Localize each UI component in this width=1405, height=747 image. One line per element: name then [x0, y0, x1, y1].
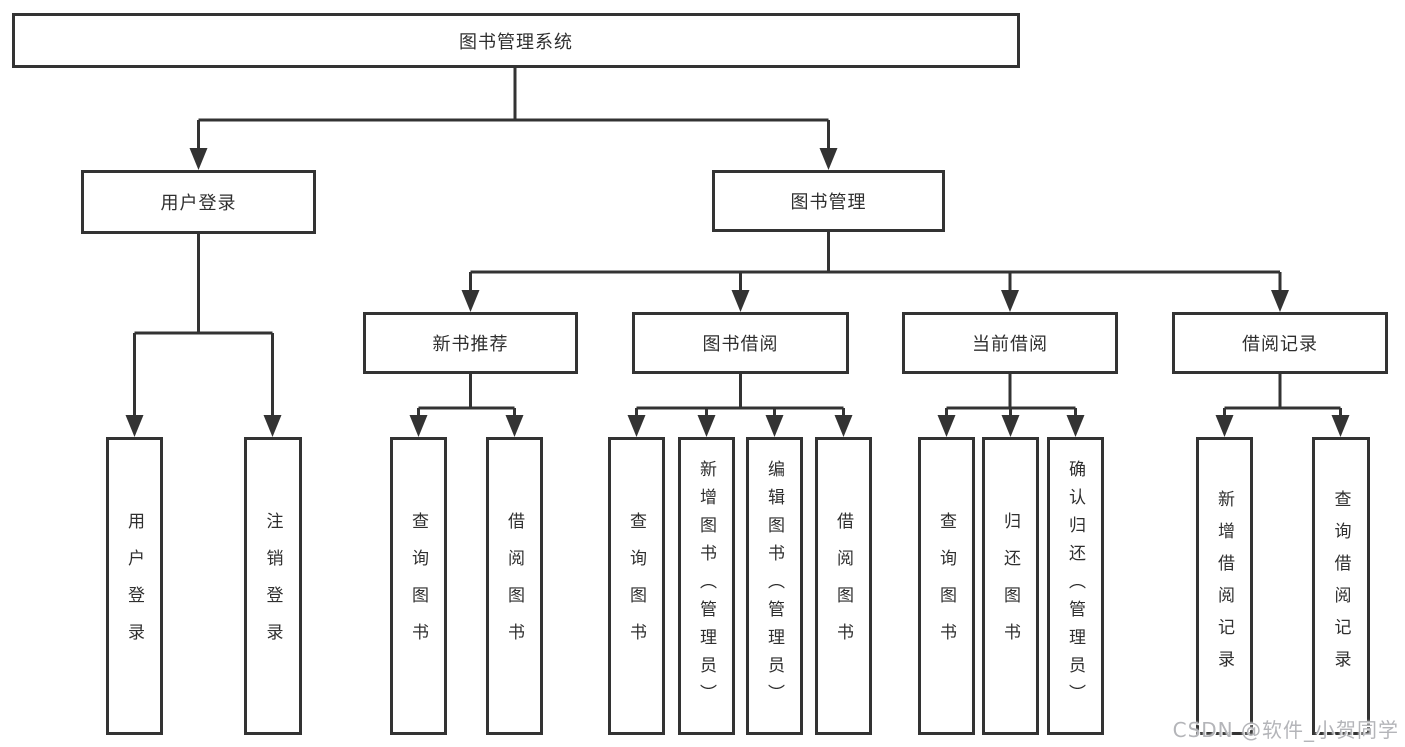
leaf-bb-add-books-admin-label: 新增图书（管理员） — [696, 460, 716, 712]
arrowhead-icons — [125, 148, 1350, 437]
leaf-user-login-label: 用户登录 — [124, 512, 144, 660]
leaf-cb-return-books-label: 归还图书 — [1000, 512, 1020, 660]
leaf-user-login: 用户登录 — [106, 437, 163, 735]
node-current-borrow: 当前借阅 — [902, 312, 1118, 374]
csdn-watermark: CSDN @软件_小贺同学 — [1172, 718, 1399, 742]
leaf-bb-edit-books-admin: 编辑图书（管理员） — [746, 437, 803, 735]
leaf-cb-return-books: 归还图书 — [982, 437, 1039, 735]
node-book-borrow: 图书借阅 — [632, 312, 849, 374]
node-book-borrow-label: 图书借阅 — [702, 334, 779, 355]
leaf-br-add-borrow-record-label: 新增借阅记录 — [1214, 490, 1234, 682]
leaf-bb-query-books-label: 查询图书 — [626, 512, 646, 660]
node-current-borrow-label: 当前借阅 — [972, 334, 1048, 355]
leaf-nbr-borrow-books-label: 借阅图书 — [504, 512, 524, 660]
leaf-bb-borrow-books-label: 借阅图书 — [833, 512, 853, 660]
leaf-nbr-query-books-label: 查询图书 — [408, 512, 428, 660]
leaf-bb-borrow-books: 借阅图书 — [815, 437, 872, 735]
leaf-br-add-borrow-record: 新增借阅记录 — [1196, 437, 1253, 735]
leaf-bb-query-books: 查询图书 — [608, 437, 665, 735]
node-user-login: 用户登录 — [81, 170, 316, 234]
node-new-book-recommend-label: 新书推荐 — [432, 334, 509, 355]
leaf-nbr-borrow-books: 借阅图书 — [486, 437, 543, 735]
node-user-login-label: 用户登录 — [160, 193, 237, 214]
node-library-system-label: 图书管理系统 — [459, 31, 573, 53]
leaf-bb-add-books-admin: 新增图书（管理员） — [678, 437, 735, 735]
node-book-management-label: 图书管理 — [790, 192, 867, 213]
leaf-cb-query-books-label: 查询图书 — [936, 512, 956, 660]
leaf-nbr-query-books: 查询图书 — [390, 437, 447, 735]
leaf-logout: 注销登录 — [244, 437, 302, 735]
leaf-br-query-borrow-record-label: 查询借阅记录 — [1330, 490, 1351, 682]
node-new-book-recommend: 新书推荐 — [363, 312, 578, 374]
leaf-cb-confirm-return-admin: 确认归还（管理员） — [1047, 437, 1104, 735]
node-borrow-records-label: 借阅记录 — [1242, 334, 1318, 355]
node-borrow-records: 借阅记录 — [1172, 312, 1388, 374]
node-library-system: 图书管理系统 — [12, 13, 1020, 68]
leaf-cb-query-books: 查询图书 — [918, 437, 975, 735]
leaf-br-query-borrow-record: 查询借阅记录 — [1312, 437, 1370, 735]
leaf-cb-confirm-return-admin-label: 确认归还（管理员） — [1065, 460, 1085, 712]
node-book-management: 图书管理 — [712, 170, 945, 232]
leaf-bb-edit-books-admin-label: 编辑图书（管理员） — [764, 460, 784, 712]
leaf-logout-label: 注销登录 — [262, 512, 283, 660]
